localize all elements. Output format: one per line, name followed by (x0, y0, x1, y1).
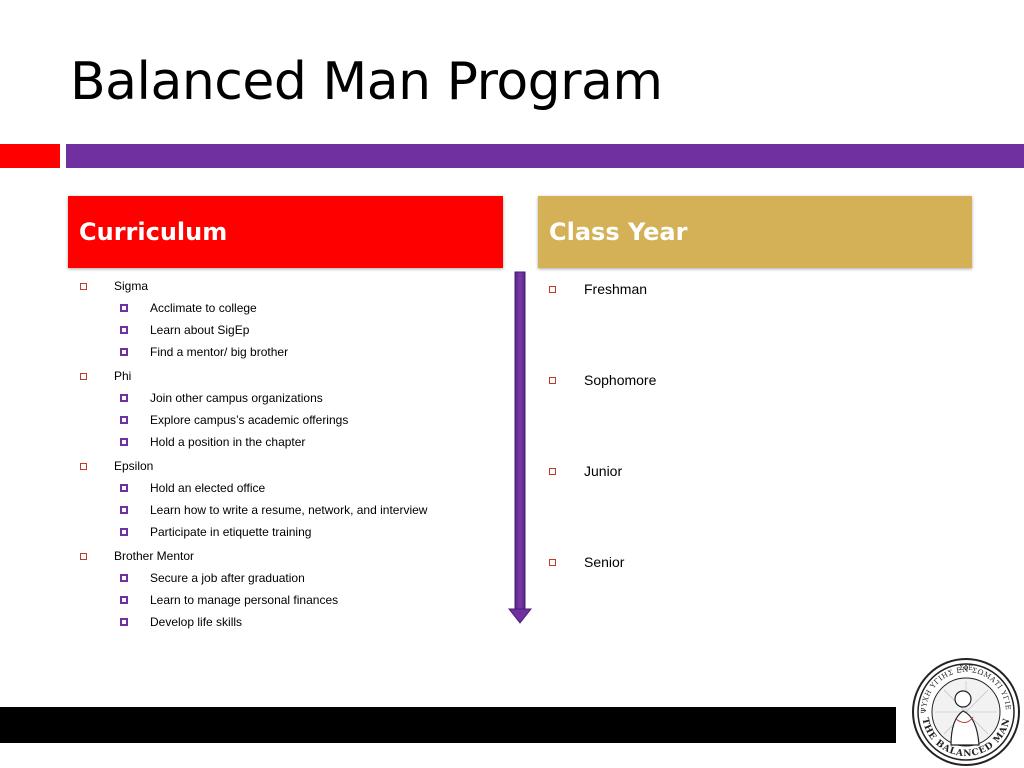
curriculum-level-phi: Phi Join other campus organizations Expl… (78, 367, 508, 453)
curriculum-subitem: Develop life skills (114, 611, 508, 633)
class-year-freshman: Freshman (548, 278, 968, 369)
class-year-header-label: Class Year (549, 218, 688, 246)
square-bullet-icon (120, 596, 128, 604)
curriculum-subitem: Join other campus organizations (114, 387, 508, 409)
square-bullet-icon (120, 326, 128, 334)
curriculum-level-sigma: Sigma Acclimate to college Learn about S… (78, 277, 508, 363)
curriculum-subitem: Explore campus’s academic offerings (114, 409, 508, 431)
square-bullet-icon (549, 377, 556, 384)
curriculum-subitem: Acclimate to college (114, 297, 508, 319)
curriculum-subitem: Learn to manage personal finances (114, 589, 508, 611)
balanced-man-seal-icon: ΨΥΧΗ ΥΓΙΗΣ ΕΝ ΣΩΜΑΤΙ ΥΓΙΕΙ THE BALANCED … (911, 657, 1020, 766)
curriculum-level-epsilon: Epsilon Hold an elected office Learn how… (78, 457, 508, 543)
curriculum-subitem: Secure a job after graduation (114, 567, 508, 589)
curriculum-subitem: Find a mentor/ big brother (114, 341, 508, 363)
square-bullet-icon (80, 463, 87, 470)
curriculum-subitem: Learn about SigEp (114, 319, 508, 341)
square-bullet-icon (120, 416, 128, 424)
square-bullet-icon (549, 286, 556, 293)
square-bullet-icon (120, 394, 128, 402)
square-bullet-icon (120, 438, 128, 446)
square-bullet-icon (120, 574, 128, 582)
square-bullet-icon (120, 528, 128, 536)
square-bullet-icon (549, 559, 556, 566)
square-bullet-icon (120, 348, 128, 356)
square-bullet-icon (120, 506, 128, 514)
curriculum-subitem: Participate in etiquette training (114, 521, 508, 543)
class-year-junior: Junior (548, 460, 968, 551)
curriculum-header: Curriculum (68, 196, 503, 268)
class-year-list: Freshman Sophomore Junior Senior (548, 278, 968, 642)
square-bullet-icon (120, 484, 128, 492)
slide-title: Balanced Man Program (70, 52, 663, 112)
curriculum-header-label: Curriculum (79, 218, 228, 246)
class-year-header: Class Year (538, 196, 972, 268)
curriculum-level-brother-mentor: Brother Mentor Secure a job after gradua… (78, 547, 508, 633)
square-bullet-icon (80, 373, 87, 380)
square-bullet-icon (120, 304, 128, 312)
curriculum-subitem: Learn how to write a resume, network, an… (114, 499, 508, 521)
square-bullet-icon (80, 283, 87, 290)
seal-letters: ΣΦΕ (959, 665, 973, 672)
progression-arrow-icon (508, 271, 532, 624)
square-bullet-icon (549, 468, 556, 475)
curriculum-subitem: Hold a position in the chapter (114, 431, 508, 453)
accent-bar-purple (66, 144, 1024, 168)
square-bullet-icon (80, 553, 87, 560)
class-year-sophomore: Sophomore (548, 369, 968, 460)
square-bullet-icon (120, 618, 128, 626)
footer-bar (0, 707, 896, 743)
curriculum-subitem: Hold an elected office (114, 477, 508, 499)
curriculum-list: Sigma Acclimate to college Learn about S… (78, 276, 508, 637)
accent-bar-red (0, 144, 60, 168)
class-year-senior: Senior (548, 551, 968, 642)
